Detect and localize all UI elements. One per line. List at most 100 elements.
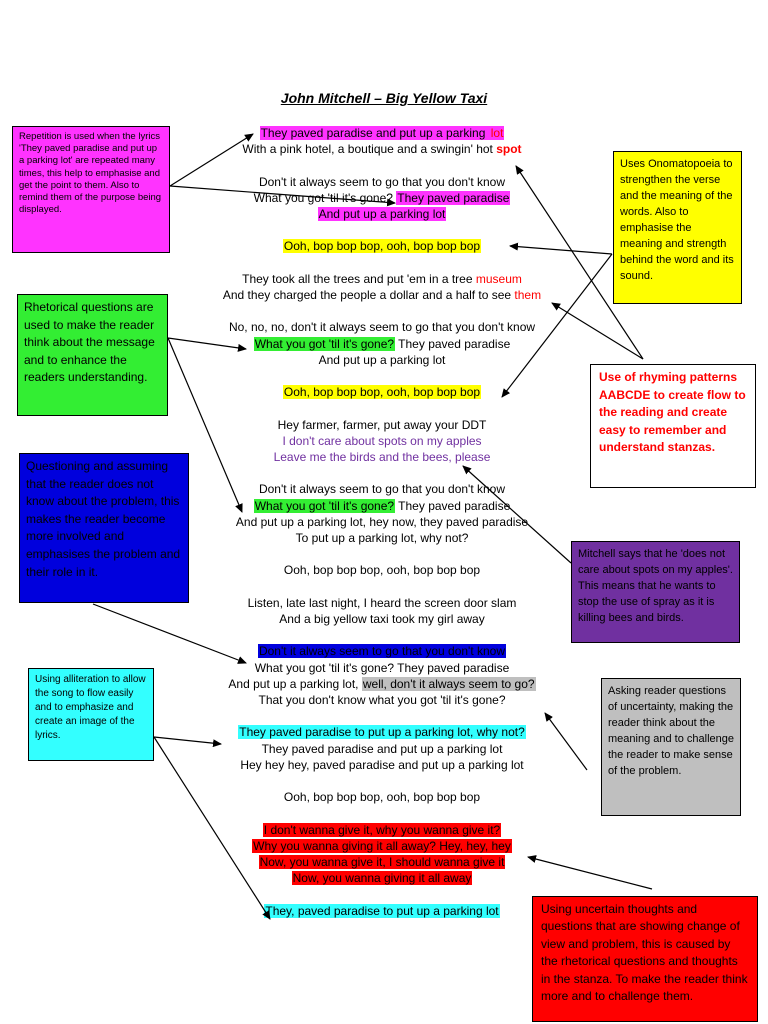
lyric-line: With a pink hotel, a boutique and a swin… <box>192 141 572 157</box>
lyric-segment: They, paved paradise to put up a parking… <box>264 903 500 918</box>
lyric-segment: Ooh, bop bop bop, ooh, bop bop bop <box>283 790 481 805</box>
lyric-blank-line <box>192 368 572 384</box>
lyric-segment: Hey farmer, farmer, put away your DDT <box>277 417 487 432</box>
lyric-line: And put up a parking lot <box>192 352 572 368</box>
lyric-line: Hey hey hey, paved paradise and put up a… <box>192 757 572 773</box>
lyric-segment: I don't wanna give it, why you wanna giv… <box>262 822 502 837</box>
lyric-line: They, paved paradise to put up a parking… <box>192 903 572 919</box>
lyric-line: No, no, no, don't it always seem to go t… <box>192 319 572 335</box>
lyric-segment: With a pink hotel, a boutique and a swin… <box>242 142 497 157</box>
lyric-segment: And put up a parking lot, hey now, they … <box>235 514 529 529</box>
note-rhyming: Use of rhyming patterns AABCDE to create… <box>590 364 756 488</box>
lyric-blank-line <box>192 303 572 319</box>
lyric-line: I don't wanna give it, why you wanna giv… <box>192 822 572 838</box>
lyric-segment: Why you wanna giving it all away? Hey, h… <box>252 838 512 853</box>
lyric-segment: Now, you wanna give it, I should wanna g… <box>258 854 506 869</box>
lyric-segment: What you got 'til it's gone? <box>253 190 397 205</box>
note-alliteration: Using alliteration to allow the song to … <box>28 668 154 761</box>
lyric-line: And put up a parking lot, well, don't it… <box>192 676 572 692</box>
note-onomatopoeia: Uses Onomatopoeia to strengthen the vers… <box>613 151 742 304</box>
lyric-segment: What you got 'til it's gone? They paved … <box>254 660 510 675</box>
lyric-blank-line <box>192 579 572 595</box>
lyric-segment: They paved paradise and put up a parking… <box>261 741 503 756</box>
lyric-line: Ooh, bop bop bop, ooh, bop bop bop <box>192 789 572 805</box>
lyric-segment: lot <box>489 126 505 140</box>
lyric-line: Don't it always seem to go that you don'… <box>192 643 572 659</box>
lyric-line: What you got 'til it's gone? They paved … <box>192 190 572 206</box>
lyric-line: Now, you wanna give it, I should wanna g… <box>192 854 572 870</box>
lyric-segment: Don't it always seem to go that you don'… <box>257 644 507 659</box>
lyric-segment: Hey hey hey, paved paradise and put up a… <box>240 757 524 772</box>
lyric-blank-line <box>192 708 572 724</box>
lyric-segment: No, no, no, don't it always seem to go t… <box>228 320 536 335</box>
lyric-segment: them <box>514 287 542 302</box>
lyric-segment: Ooh, bop bop bop, ooh, bop bop bop <box>282 385 482 400</box>
lyric-line: Listen, late last night, I heard the scr… <box>192 595 572 611</box>
note-rhetorical: Rhetorical questions are used to make th… <box>17 294 168 416</box>
lyric-line: What you got 'til it's gone? They paved … <box>192 660 572 676</box>
lyric-line: Leave me the birds and the bees, please <box>192 449 572 465</box>
lyric-line: They took all the trees and put 'em in a… <box>192 271 572 287</box>
lyric-segment: Ooh, bop bop bop, ooh, bop bop bop <box>282 239 482 254</box>
lyric-blank-line <box>192 400 572 416</box>
lyric-segment: And put up a parking lot, <box>228 676 362 691</box>
lyric-line: What you got 'til it's gone? They paved … <box>192 498 572 514</box>
lyric-segment: What you got 'til it's gone? <box>253 498 396 513</box>
lyric-blank-line <box>192 886 572 902</box>
lyric-segment: What you got 'til it's gone? <box>253 336 396 351</box>
note-uncertain-thoughts: Using uncertain thoughts and questions t… <box>532 896 758 1022</box>
lyric-segment: Don't it always seem to go that you don'… <box>258 174 506 189</box>
note-uncertain-thoughts-text: Using uncertain thoughts and questions t… <box>541 902 748 1004</box>
lyric-blank-line <box>192 546 572 562</box>
note-mitchell: Mitchell says that he 'does not care abo… <box>571 541 740 643</box>
lyric-line: Don't it always seem to go that you don'… <box>192 174 572 190</box>
lyric-segment: spot <box>496 142 522 157</box>
lyric-blank-line <box>192 465 572 481</box>
lyric-segment: To put up a parking lot, why not? <box>295 530 469 545</box>
lyric-line: They paved paradise and put up a parking… <box>192 125 572 141</box>
lyric-segment: They paved paradise to put up a parking … <box>238 725 526 740</box>
lyric-blank-line <box>192 805 572 821</box>
lyric-blank-line <box>192 222 572 238</box>
lyric-blank-line <box>192 627 572 643</box>
note-alliteration-text: Using alliteration to allow the song to … <box>35 674 146 742</box>
lyric-line: And they charged the people a dollar and… <box>192 287 572 303</box>
lyric-segment: They took all the trees and put 'em in a… <box>242 271 476 286</box>
lyric-segment: Now, you wanna giving it all away <box>291 871 473 886</box>
note-onomatopoeia-text: Uses Onomatopoeia to strengthen the vers… <box>620 158 734 282</box>
lyric-line: And put up a parking lot, hey now, they … <box>192 514 572 530</box>
lyric-segment: Listen, late last night, I heard the scr… <box>247 595 517 610</box>
note-uncertainty-text: Asking reader questions of uncertainty, … <box>608 685 734 777</box>
lyric-line: To put up a parking lot, why not? <box>192 530 572 546</box>
lyric-segment: They paved paradise and put up a parking <box>259 126 490 140</box>
lyric-segment: And a big yellow taxi took my girl away <box>279 611 485 626</box>
lyric-line: Ooh, bop bop bop, ooh, bop bop bop <box>192 384 572 400</box>
note-questioning-text: Questioning and assuming that the reader… <box>26 459 181 579</box>
lyric-line: They paved paradise and put up a parking… <box>192 741 572 757</box>
lyric-line: Now, you wanna giving it all away <box>192 870 572 886</box>
note-rhetorical-text: Rhetorical questions are used to make th… <box>24 300 155 384</box>
lyrics-text: They paved paradise and put up a parking… <box>192 125 572 919</box>
note-rhyming-text: Use of rhyming patterns AABCDE to create… <box>599 370 746 455</box>
note-repetition: Repetition is used when the lyrics 'They… <box>12 126 170 253</box>
note-repetition-text: Repetition is used when the lyrics 'They… <box>19 131 162 216</box>
lyric-line: I don't care about spots on my apples <box>192 433 572 449</box>
page-title: John Mitchell – Big Yellow Taxi <box>280 90 488 106</box>
lyric-segment: And put up a parking lot <box>318 352 446 367</box>
lyric-segment: And they charged the people a dollar and… <box>222 287 515 302</box>
lyric-segment: They paved paradise <box>396 190 511 205</box>
lyric-segment: I don't care about spots on my apples <box>282 433 482 448</box>
lyric-segment: museum <box>475 271 522 286</box>
lyric-line: Don't it always seem to go that you don'… <box>192 481 572 497</box>
lyric-segment: They paved paradise <box>395 336 511 351</box>
note-uncertainty: Asking reader questions of uncertainty, … <box>601 678 741 816</box>
lyric-blank-line <box>192 255 572 271</box>
lyric-line: Ooh, bop bop bop, ooh, bop bop bop <box>192 562 572 578</box>
lyric-segment: That you don't know what you got 'til it… <box>258 692 506 707</box>
lyric-line: And a big yellow taxi took my girl away <box>192 611 572 627</box>
lyric-line: That you don't know what you got 'til it… <box>192 692 572 708</box>
lyric-blank-line <box>192 773 572 789</box>
lyric-line: Why you wanna giving it all away? Hey, h… <box>192 838 572 854</box>
note-questioning: Questioning and assuming that the reader… <box>19 453 189 603</box>
lyric-segment: well, don't it always seem to go? <box>361 676 536 691</box>
